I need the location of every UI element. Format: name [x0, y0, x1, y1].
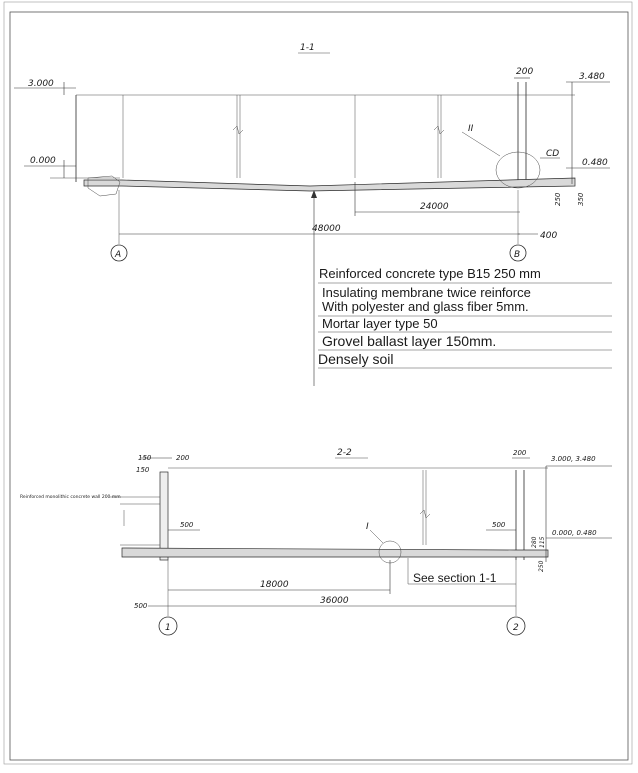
detail-i-leader [369, 529, 384, 544]
layers-leader-arrow [311, 190, 317, 198]
section-2-left-wall [159, 471, 169, 561]
span-half-label: 24000 [420, 202, 449, 212]
right-500-label: 500 [492, 521, 506, 529]
base-500-label: 500 [134, 602, 148, 610]
axis-2-bubble [506, 616, 526, 636]
top-200-right-label: 200 [513, 449, 527, 457]
layer-mortar: Mortar layer type 50 [322, 316, 438, 331]
section-1-edge-footing [87, 175, 121, 197]
break-mark [232, 125, 244, 135]
section-2-2: 2-2 150 200 150 200 3.000, 3.480 0.000, … [20, 448, 612, 636]
detail-ii-circle [495, 151, 541, 189]
layer-membrane-detail: With polyester and glass fiber 5mm. [322, 299, 529, 314]
top-200-left-label: 200 [176, 454, 190, 462]
see-section-label: See section 1-1 [413, 571, 497, 585]
detail-i-label: I [366, 522, 369, 532]
level-zero-label: 0.000 [30, 156, 56, 166]
r250-label: 250 [538, 560, 545, 572]
left-150-top-label: 150 [138, 454, 152, 462]
wall-label: Reinforced monolithic concrete wall 200 … [20, 494, 121, 500]
axis-1-label: 1 [165, 623, 171, 633]
right-400-label: 400 [540, 231, 557, 241]
axis-b-bubble [509, 244, 527, 262]
layer-ballast: Grovel ballast layer 150mm. [322, 333, 496, 349]
axis-1-bubble [158, 616, 178, 636]
axis-a-label: A [114, 250, 121, 260]
r350-label: 350 [577, 192, 585, 206]
top-200-label: 200 [516, 67, 533, 77]
span-full-label: 48000 [312, 224, 341, 234]
layer-legend: Reinforced concrete type B15 250 mm Insu… [318, 266, 612, 369]
axis-b-label: B [514, 250, 520, 260]
sheet-frame [3, 1, 633, 765]
drawing-border [9, 11, 629, 761]
levels-low-label: 0.000, 0.480 [552, 529, 597, 537]
section-2-title: 2-2 [337, 448, 352, 458]
level-right-low-label: 0.480 [582, 158, 608, 168]
span-half-label: 18000 [260, 580, 289, 590]
layer-concrete: Reinforced concrete type B15 250 mm [319, 266, 541, 281]
left-500-label: 500 [180, 521, 194, 529]
detail-ii-label: II [468, 124, 474, 134]
r115-label: 115 [539, 536, 546, 548]
levels-top-label: 3.000, 3.480 [551, 455, 596, 463]
r280-label: 280 [531, 536, 538, 548]
section-2-floor-slab [121, 547, 549, 558]
layer-membrane: Insulating membrane twice reinforce [322, 285, 531, 300]
left-150-low-label: 150 [136, 466, 150, 474]
axis-2-label: 2 [513, 623, 519, 633]
level-right-top-label: 3.480 [579, 72, 605, 82]
level-top-label: 3.000 [28, 79, 54, 89]
section-1-title: 1-1 [300, 43, 315, 53]
section-1-floor-slab [83, 177, 576, 192]
break-mark [419, 509, 431, 519]
axis-a-bubble [110, 244, 128, 262]
section-1-1: 1-1 3.000 0.000 200 3.480 [14, 43, 610, 386]
r250-label: 250 [554, 192, 562, 206]
cd-label: CD [546, 149, 559, 159]
break-mark [433, 125, 445, 135]
layer-soil: Densely soil [318, 351, 393, 367]
detail-ii-leader [461, 131, 501, 157]
span-full-label: 36000 [320, 596, 349, 606]
